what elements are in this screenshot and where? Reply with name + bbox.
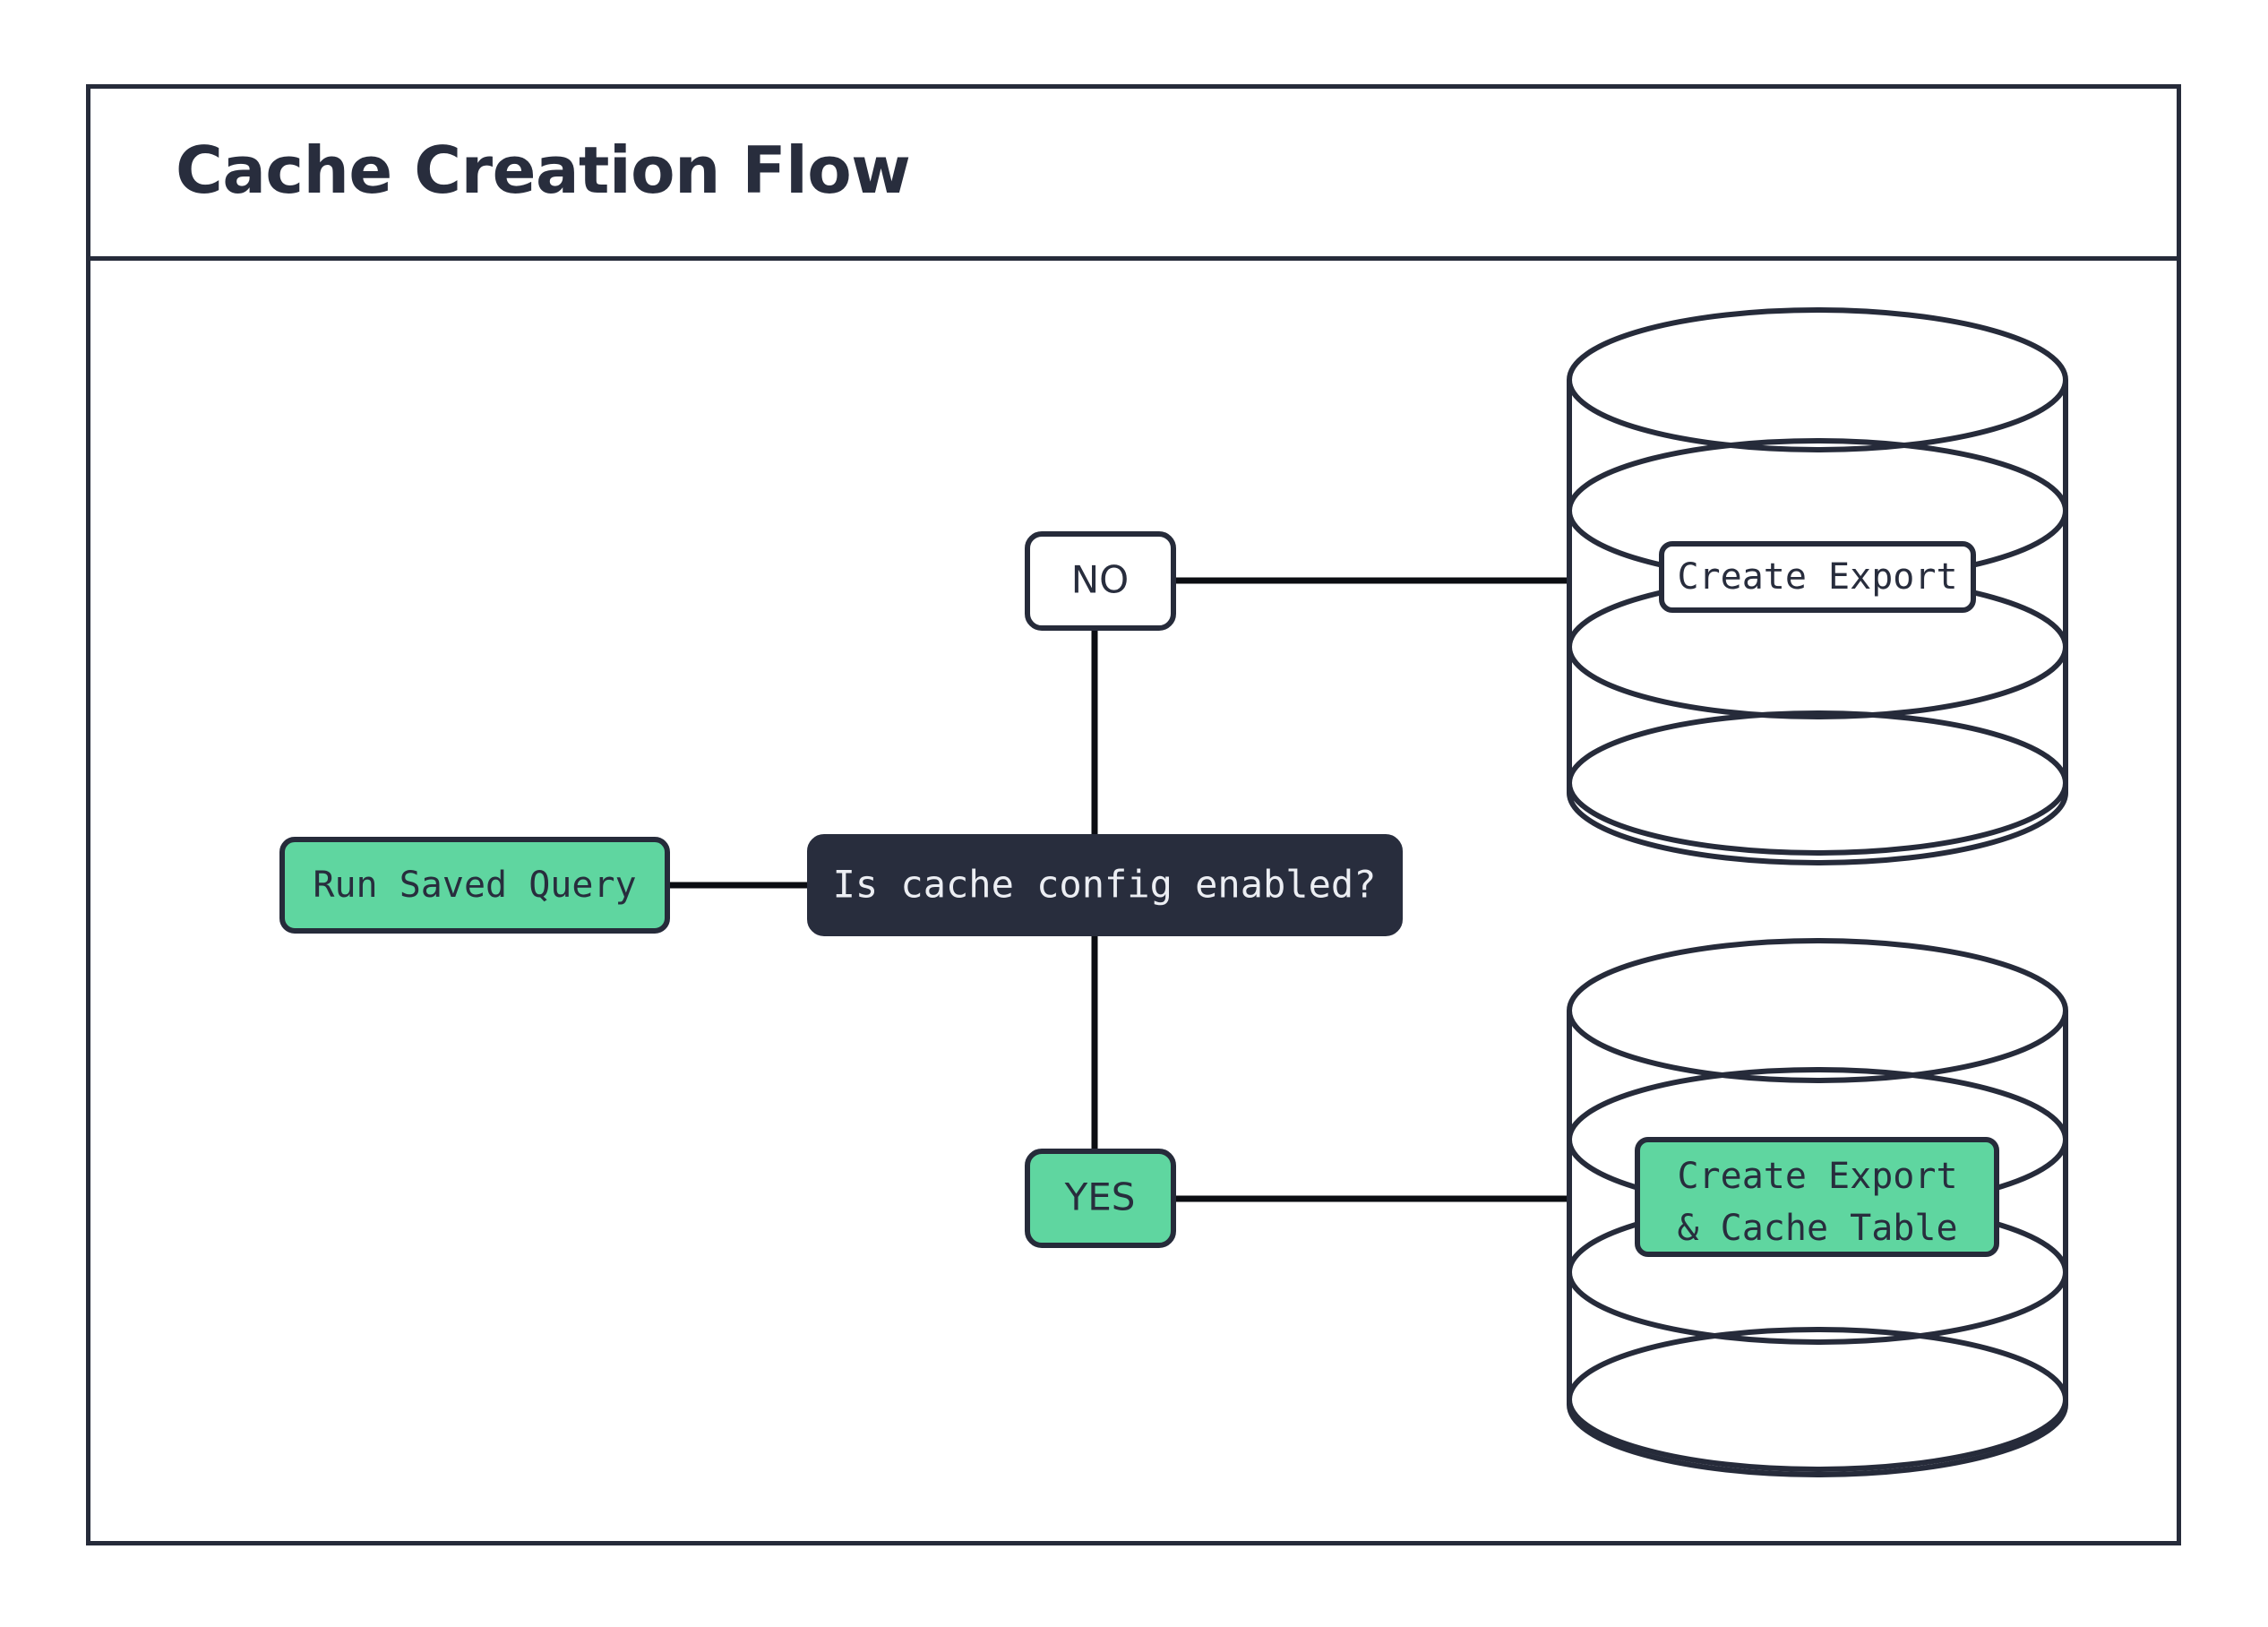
node-branch-no[interactable]: NO	[1025, 531, 1176, 631]
node-run-saved-query-label: Run Saved Query	[313, 865, 636, 906]
store-bottom-label-line2: & Cache Table	[1677, 1208, 1957, 1249]
datastore-top	[1567, 307, 2068, 865]
store-bottom-label-box: Create Export & Cache Table	[1635, 1137, 1999, 1257]
node-run-saved-query[interactable]: Run Saved Query	[279, 837, 670, 934]
store-bottom-label-line1: Create Export	[1677, 1156, 1957, 1197]
title-bar: Cache Creation Flow	[86, 84, 2181, 261]
store-top-label: Create Export	[1677, 556, 1957, 598]
store-top-label-box: Create Export	[1659, 541, 1976, 613]
node-branch-yes[interactable]: YES	[1025, 1149, 1176, 1248]
node-branch-yes-label: YES	[1064, 1175, 1136, 1219]
page-title: Cache Creation Flow	[176, 133, 911, 208]
node-branch-no-label: NO	[1071, 558, 1129, 602]
node-decision-label: Is cache config enabled?	[833, 863, 1377, 907]
node-decision-cache-config[interactable]: Is cache config enabled?	[807, 834, 1403, 936]
